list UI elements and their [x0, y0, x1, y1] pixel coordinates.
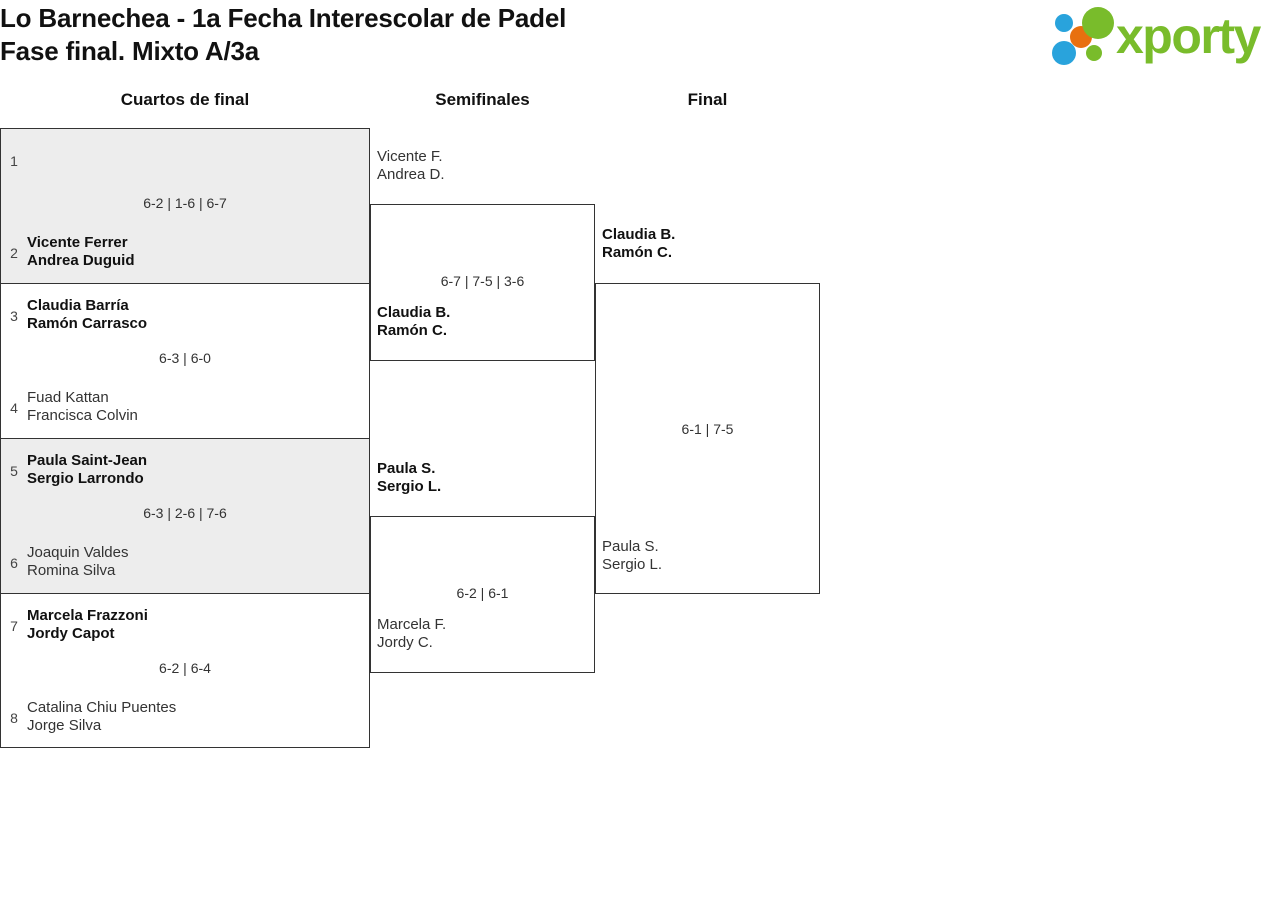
player-name-2: Sergio L. — [377, 478, 442, 495]
quarterfinal-match-3[interactable]: 5 Paula Saint-Jean Sergio Larrondo 6-3 |… — [0, 438, 370, 593]
quarterfinal-match-1[interactable]: 1 6-2 | 1-6 | 6-7 2 Vicente Ferrer Andre… — [0, 128, 370, 283]
seed-number: 1 — [10, 153, 18, 169]
player-name-2: Andrea Duguid — [27, 252, 135, 269]
round-header-quarterfinals: Cuartos de final — [120, 90, 250, 109]
team-names: Catalina Chiu Puentes Jorge Silva — [27, 699, 176, 735]
match-score: 6-1 | 7-5 — [681, 421, 734, 437]
logo-dots-icon — [1052, 7, 1114, 65]
seed-number: 5 — [10, 463, 18, 479]
quarterfinal-match-2[interactable]: 3 Claudia Barría Ramón Carrasco 6-3 | 6-… — [0, 283, 370, 438]
title-line-1: Lo Barnechea - 1a Fecha Interescolar de … — [0, 3, 567, 33]
page-header: Lo Barnechea - 1a Fecha Interescolar de … — [0, 0, 1280, 90]
player-name-1: Marcela F. — [377, 616, 447, 633]
round-header-semifinals: Semifinales — [435, 90, 530, 109]
semifinal-2-team-bottom[interactable]: Marcela F. Jordy C. — [377, 616, 446, 652]
player-name-1: Paula S. — [602, 538, 659, 555]
final-match[interactable]: 6-1 | 7-5 — [595, 283, 820, 594]
match-team-bottom[interactable]: 4 Fuad Kattan Francisca Colvin — [1, 384, 369, 430]
team-names: Marcela Frazzoni Jordy Capot — [27, 607, 148, 643]
team-names: Vicente Ferrer Andrea Duguid — [27, 234, 135, 270]
player-name-1: Claudia Barría — [27, 297, 129, 314]
match-team-top[interactable]: 5 Paula Saint-Jean Sergio Larrondo — [1, 447, 369, 493]
player-name-2: Ramón C. — [377, 322, 448, 339]
player-name-1: Marcela Frazzoni — [27, 607, 148, 624]
team-names: Paula Saint-Jean Sergio Larrondo — [27, 452, 147, 488]
semifinal-match-2[interactable]: 6-2 | 6-1 — [370, 516, 595, 673]
match-score: 6-2 | 1-6 | 6-7 — [143, 195, 227, 211]
player-name-2: Ramón C. — [602, 244, 673, 261]
player-name-2: Andrea D. — [377, 166, 445, 183]
tournament-bracket: 1 6-2 | 1-6 | 6-7 2 Vicente Ferrer Andre… — [0, 128, 1280, 908]
semifinal-1-team-top[interactable]: Vicente F. Andrea D. — [377, 148, 445, 184]
player-name-2: Sergio L. — [602, 556, 663, 573]
seed-number: 7 — [10, 618, 18, 634]
player-name-1: Joaquin Valdes — [27, 544, 129, 561]
match-score: 6-3 | 6-0 — [159, 350, 211, 366]
match-score: 6-2 | 6-1 — [456, 585, 509, 601]
final-team-bottom[interactable]: Paula S. Sergio L. — [602, 538, 662, 574]
player-name-1: Paula S. — [377, 460, 436, 477]
semifinal-match-1[interactable]: 6-7 | 7-5 | 3-6 — [370, 204, 595, 361]
seed-number: 3 — [10, 308, 18, 324]
match-score: 6-3 | 2-6 | 7-6 — [143, 505, 227, 521]
match-team-bottom[interactable]: 2 Vicente Ferrer Andrea Duguid — [1, 229, 369, 275]
player-name-1: Vicente Ferrer — [27, 234, 128, 251]
match-score: 6-2 | 6-4 — [159, 660, 211, 676]
match-team-bottom[interactable]: 6 Joaquin Valdes Romina Silva — [1, 539, 369, 585]
match-team-top[interactable]: 7 Marcela Frazzoni Jordy Capot — [1, 602, 369, 648]
seed-number: 8 — [10, 710, 18, 726]
final-team-top[interactable]: Claudia B. Ramón C. — [602, 226, 675, 262]
team-names: Claudia Barría Ramón Carrasco — [27, 297, 147, 333]
player-name-2: Jordy C. — [377, 634, 433, 651]
page-title: Lo Barnechea - 1a Fecha Interescolar de … — [0, 2, 566, 68]
player-name-1: Vicente F. — [377, 148, 443, 165]
player-name-1: Claudia B. — [377, 304, 451, 321]
quarterfinal-match-4[interactable]: 7 Marcela Frazzoni Jordy Capot 6-2 | 6-4… — [0, 593, 370, 748]
seed-number: 4 — [10, 400, 18, 416]
player-name-2: Ramón Carrasco — [27, 315, 148, 332]
match-team-top[interactable]: 3 Claudia Barría Ramón Carrasco — [1, 292, 369, 338]
xporty-logo[interactable]: xporty — [1050, 6, 1274, 68]
player-name-2: Sergio Larrondo — [27, 470, 144, 487]
player-name-1: Catalina Chiu Puentes — [27, 699, 177, 716]
seed-number: 2 — [10, 245, 18, 261]
round-header-final: Final — [687, 90, 728, 109]
player-name-2: Francisca Colvin — [27, 407, 138, 424]
round-headers: Cuartos de final Semifinales Final — [0, 90, 1280, 128]
logo-wordmark: xporty — [1116, 8, 1261, 64]
team-names: Joaquin Valdes Romina Silva — [27, 544, 128, 580]
semifinal-1-team-bottom[interactable]: Claudia B. Ramón C. — [377, 304, 450, 340]
player-name-1: Fuad Kattan — [27, 389, 109, 406]
player-name-1: Paula Saint-Jean — [27, 452, 148, 469]
seed-number: 6 — [10, 555, 18, 571]
match-team-top[interactable]: 1 — [1, 137, 369, 183]
player-name-2: Jordy Capot — [27, 625, 115, 642]
player-name-2: Jorge Silva — [27, 717, 102, 734]
match-score: 6-7 | 7-5 | 3-6 — [440, 273, 525, 289]
match-team-bottom[interactable]: 8 Catalina Chiu Puentes Jorge Silva — [1, 694, 369, 740]
team-names: Fuad Kattan Francisca Colvin — [27, 389, 138, 425]
player-name-2: Romina Silva — [27, 562, 116, 579]
title-line-2: Fase final. Mixto A/3a — [0, 36, 260, 66]
player-name-1: Claudia B. — [602, 226, 676, 243]
semifinal-2-team-top[interactable]: Paula S. Sergio L. — [377, 460, 441, 496]
